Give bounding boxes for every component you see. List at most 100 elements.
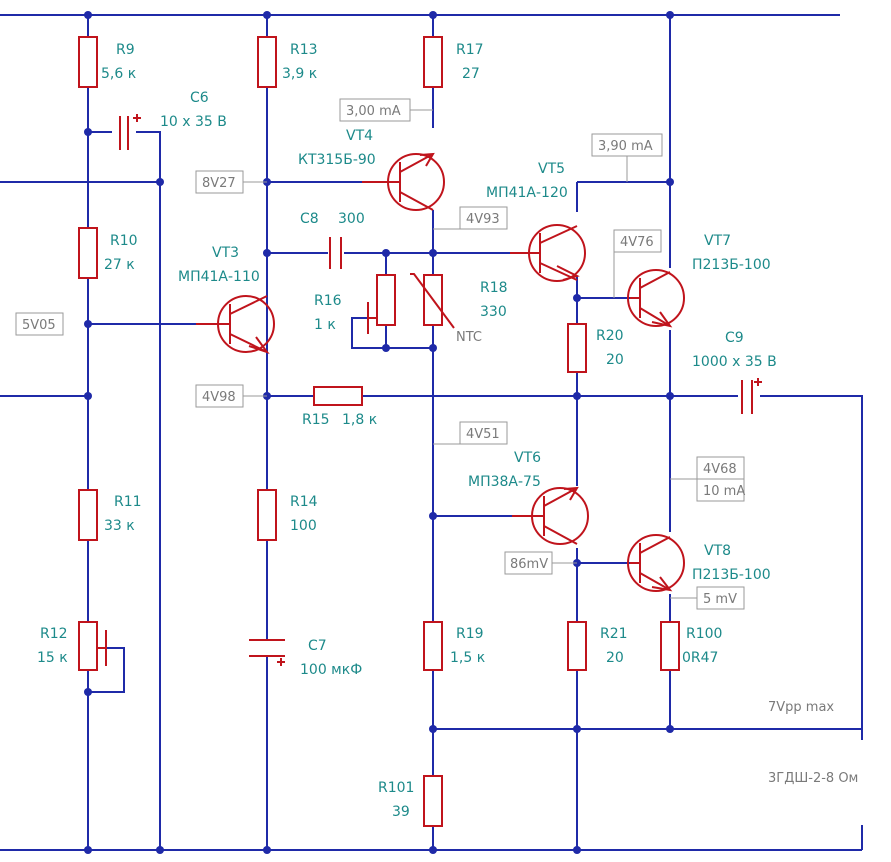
r20-body — [567, 323, 587, 373]
r19-value: 1,5 к — [450, 650, 485, 666]
r20-value: 20 — [606, 352, 624, 368]
resistors — [78, 36, 680, 827]
r13-ref: R13 — [290, 42, 318, 58]
speaker-note: 3ГДШ-2-8 Ом — [768, 771, 858, 786]
r12-ref: R12 — [40, 626, 68, 642]
vt4-symbol — [362, 152, 445, 211]
vt4-ref: VT4 — [346, 128, 373, 144]
vt7-value: П213Б-100 — [692, 257, 771, 273]
vt6-value: МП38А-75 — [468, 474, 541, 490]
r17-ref: R17 — [456, 42, 484, 58]
tag-8v27: 8V27 — [202, 176, 236, 191]
vt4-value: КТ315Б-90 — [298, 152, 376, 168]
tag-3ma: 3,00 mA — [346, 104, 401, 119]
vpp-note: 7Vpp max — [768, 700, 834, 715]
tag-4v76: 4V76 — [620, 235, 654, 250]
c9-plates — [741, 380, 753, 414]
tag-5mv: 5 mV — [703, 592, 737, 607]
r100-body — [660, 621, 680, 671]
r10-body — [78, 227, 98, 279]
c8-value: 300 — [338, 211, 365, 227]
c9-value: 1000 х 35 В — [692, 354, 777, 370]
r13-body — [257, 36, 277, 88]
r11-body — [78, 489, 98, 541]
vt8-symbol — [627, 534, 685, 592]
r19-body — [423, 621, 443, 671]
r9-ref: R9 — [116, 42, 135, 58]
r15-value: 1,8 к — [342, 412, 377, 428]
r18-ntc-mark — [410, 273, 455, 329]
tag-4v98: 4V98 — [202, 390, 236, 405]
r16-wiper — [367, 302, 377, 334]
r21-value: 20 — [606, 650, 624, 666]
r11-value: 33 к — [104, 518, 135, 534]
r14-ref: R14 — [290, 494, 318, 510]
r10-value: 27 к — [104, 257, 135, 273]
vt5-ref: VT5 — [538, 161, 565, 177]
r21-ref: R21 — [600, 626, 628, 642]
r101-body — [423, 775, 443, 827]
vt8-ref: VT8 — [704, 543, 731, 559]
r15-body — [313, 386, 363, 406]
component-labels: R9 5,6 к C6 10 х 35 В R10 27 к R11 33 к … — [37, 42, 777, 820]
r12-value: 15 к — [37, 650, 68, 666]
vt3-symbol — [196, 295, 275, 354]
tag-4v51: 4V51 — [466, 427, 500, 442]
r18-value: 330 — [480, 304, 507, 320]
tag-4v68: 4V68 — [703, 462, 737, 477]
vt7-symbol — [627, 269, 685, 328]
wires — [0, 14, 863, 851]
tag-86mv: 86mV — [510, 557, 548, 572]
c7-value: 100 мкФ — [300, 662, 362, 678]
c8-ref: C8 — [300, 211, 319, 227]
r15-ref: R15 — [302, 412, 330, 428]
r13-value: 3,9 к — [282, 66, 317, 82]
vt8-value: П213Б-100 — [692, 567, 771, 583]
r21-body — [567, 621, 587, 671]
c7-plates — [249, 639, 285, 657]
vt5-symbol — [510, 224, 586, 282]
vt3-value: МП41А-110 — [178, 269, 260, 285]
r16-value: 1 к — [314, 317, 336, 333]
vt6-symbol — [512, 486, 589, 545]
c6-value: 10 х 35 В — [160, 114, 227, 130]
r101-value: 39 — [392, 804, 410, 820]
tag-5v05: 5V05 — [22, 318, 56, 333]
c7-ref: C7 — [308, 638, 327, 654]
r12-body — [78, 621, 98, 671]
notes: 7Vpp max 3ГДШ-2-8 Ом — [768, 700, 858, 786]
r16-body — [376, 274, 396, 326]
r18-ref: R18 — [480, 280, 508, 296]
r12-wiper — [97, 630, 107, 666]
junctions — [84, 11, 674, 854]
measurement-tags: 5V05 8V27 4V98 3,00 mA 4V93 3,90 mA 4V76… — [15, 98, 745, 610]
r17-value: 27 — [462, 66, 480, 82]
r17-body — [423, 36, 443, 88]
tag-10ma: 10 mA — [703, 484, 745, 499]
r100-value: 0R47 — [682, 650, 718, 666]
c9-ref: C9 — [725, 330, 744, 346]
transistors — [196, 152, 685, 592]
c6-ref: C6 — [190, 90, 209, 106]
vt3-ref: VT3 — [212, 245, 239, 261]
r9-value: 5,6 к — [101, 66, 136, 82]
r11-ref: R11 — [114, 494, 142, 510]
r9-body — [78, 36, 98, 88]
c6-plates — [119, 116, 129, 150]
capacitors — [119, 114, 762, 666]
r20-ref: R20 — [596, 328, 624, 344]
tag-390ma: 3,90 mA — [598, 139, 653, 154]
r14-value: 100 — [290, 518, 317, 534]
r10-ref: R10 — [110, 233, 138, 249]
r19-ref: R19 — [456, 626, 484, 642]
r18-type: NTC — [456, 330, 482, 345]
r100-ref: R100 — [686, 626, 722, 642]
r101-ref: R101 — [378, 780, 414, 796]
vt6-ref: VT6 — [514, 450, 541, 466]
vt7-ref: VT7 — [704, 233, 731, 249]
r16-ref: R16 — [314, 293, 342, 309]
vt5-value: МП41А-120 — [486, 185, 568, 201]
r14-body — [257, 489, 277, 541]
tag-4v93: 4V93 — [466, 212, 500, 227]
